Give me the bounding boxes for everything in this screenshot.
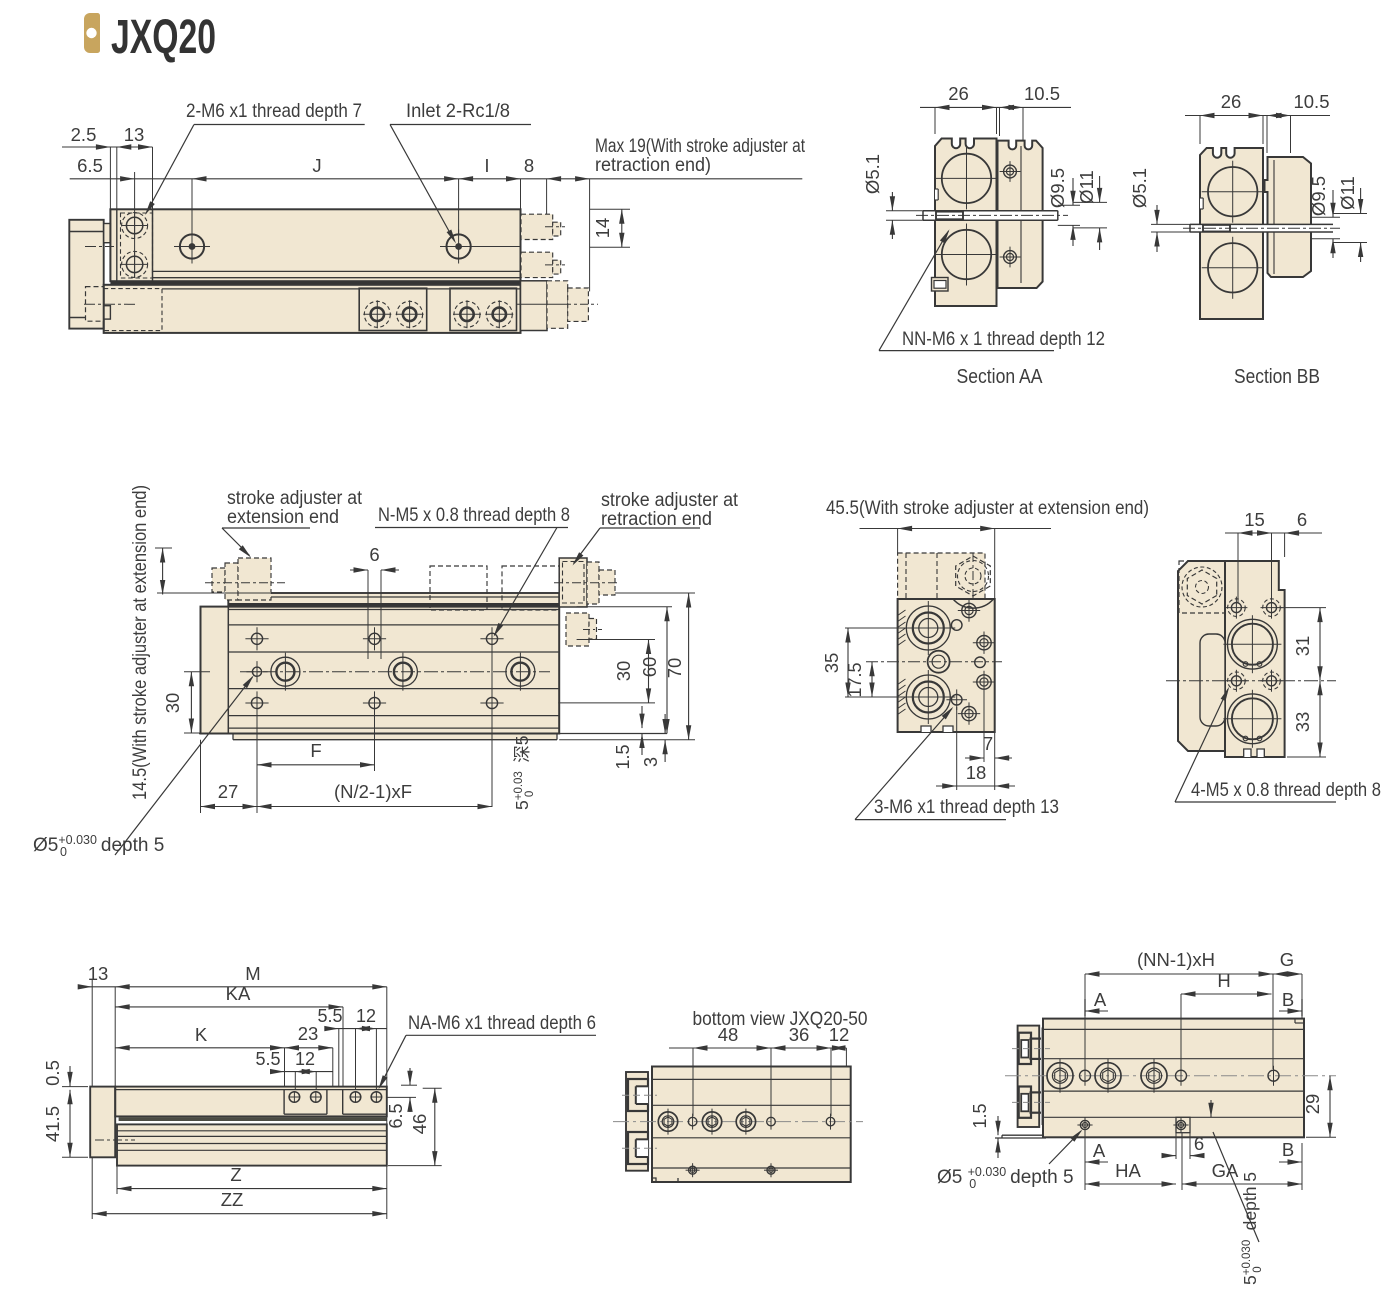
svg-text:13: 13 (124, 124, 145, 145)
svg-text:0.5: 0.5 (42, 1060, 63, 1086)
svg-text:15: 15 (1244, 509, 1265, 530)
svg-text:Inlet 2-Rc1/8: Inlet 2-Rc1/8 (406, 100, 510, 122)
svg-text:6.5: 6.5 (386, 1103, 406, 1128)
svg-text:Ø5 +0.0300depth 5: Ø5 +0.0300depth 5 (937, 1165, 1074, 1191)
svg-text:NN-M6 x 1 thread depth 12: NN-M6 x 1 thread depth 12 (902, 328, 1105, 350)
svg-text:ZZ: ZZ (221, 1189, 244, 1210)
svg-text:(NN-1)xH: (NN-1)xH (1137, 949, 1215, 970)
svg-text:Ø11: Ø11 (1337, 176, 1358, 210)
svg-text:26: 26 (1221, 91, 1242, 112)
svg-text:A: A (1094, 989, 1107, 1010)
svg-text:36: 36 (789, 1024, 810, 1045)
svg-text:30: 30 (162, 693, 183, 714)
svg-text:6: 6 (369, 544, 379, 565)
svg-text:H: H (1217, 970, 1230, 991)
svg-text:HA: HA (1115, 1160, 1141, 1181)
svg-text:1.5: 1.5 (970, 1103, 990, 1128)
svg-text:13: 13 (88, 963, 109, 984)
svg-text:14: 14 (592, 218, 613, 239)
svg-text:17.5: 17.5 (845, 662, 865, 697)
svg-text:18: 18 (966, 762, 987, 783)
svg-text:3: 3 (641, 757, 661, 767)
svg-text:GA: GA (1212, 1160, 1239, 1181)
svg-text:60: 60 (639, 657, 660, 678)
svg-text:G: G (1280, 949, 1294, 970)
svg-text:45.5(With stroke adjuster at e: 45.5(With stroke adjuster at extension e… (826, 498, 1149, 519)
svg-text:N-M5 x 0.8 thread depth 8: N-M5 x 0.8 thread depth 8 (378, 504, 570, 526)
svg-text:6.5: 6.5 (77, 155, 103, 176)
svg-text:Ø5.1: Ø5.1 (1129, 168, 1150, 208)
svg-text:31: 31 (1292, 636, 1313, 657)
svg-text:KA: KA (226, 983, 251, 1004)
svg-text:46: 46 (409, 1114, 430, 1135)
svg-text:27: 27 (218, 781, 239, 802)
svg-text:48: 48 (718, 1024, 739, 1045)
svg-text:30: 30 (613, 661, 634, 682)
svg-text:Ø9.5: Ø9.5 (1047, 168, 1068, 208)
svg-text:K: K (195, 1024, 208, 1045)
svg-text:10.5: 10.5 (1024, 83, 1060, 104)
svg-text:12: 12 (356, 1006, 376, 1026)
svg-text:A: A (1093, 1140, 1106, 1161)
svg-text:10.5: 10.5 (1293, 91, 1329, 112)
svg-text:stroke adjuster at: stroke adjuster at (227, 488, 363, 509)
svg-text:M: M (245, 963, 260, 984)
svg-text:6: 6 (1194, 1133, 1204, 1154)
svg-text:12: 12 (295, 1049, 315, 1069)
svg-text:41.5: 41.5 (42, 1106, 63, 1142)
svg-text:extension end: extension end (227, 507, 339, 528)
svg-text:stroke adjuster at: stroke adjuster at (601, 490, 739, 511)
svg-text:(N/2-1)xF: (N/2-1)xF (334, 781, 412, 802)
svg-text:Z: Z (230, 1164, 241, 1185)
svg-text:NA-M6 x1 thread depth 6: NA-M6 x1 thread depth 6 (408, 1012, 596, 1034)
svg-text:Ø5.1: Ø5.1 (862, 154, 883, 194)
svg-text:2-M6 x1 thread depth 7: 2-M6 x1 thread depth 7 (186, 100, 362, 122)
svg-text:26: 26 (948, 83, 969, 104)
svg-text:Ø9.5: Ø9.5 (1308, 176, 1329, 216)
svg-text:Section BB: Section BB (1234, 366, 1320, 388)
svg-text:Ø11: Ø11 (1076, 170, 1097, 204)
svg-text:retraction end: retraction end (601, 509, 712, 530)
svg-text:retraction end): retraction end) (595, 155, 711, 176)
svg-text:5.5: 5.5 (317, 1006, 342, 1026)
svg-text:33: 33 (1292, 712, 1313, 733)
svg-text:Section AA: Section AA (957, 366, 1044, 388)
svg-text:2.5: 2.5 (71, 124, 97, 145)
svg-text:8: 8 (524, 155, 534, 176)
svg-text:6: 6 (1297, 509, 1307, 530)
svg-text:14.5(With stroke adjuster at e: 14.5(With stroke adjuster at extension e… (130, 485, 151, 800)
svg-text:J: J (312, 155, 321, 176)
svg-text:4-M5 x 0.8 thread depth 8: 4-M5 x 0.8 thread depth 8 (1191, 779, 1381, 801)
svg-text:3-M6 x1 thread depth 13: 3-M6 x1 thread depth 13 (874, 796, 1059, 818)
svg-text:1.5: 1.5 (613, 744, 633, 769)
svg-text:I: I (484, 155, 489, 176)
svg-text:23: 23 (298, 1023, 319, 1044)
svg-text:5.5: 5.5 (255, 1049, 280, 1069)
svg-text:B: B (1282, 989, 1294, 1010)
svg-text:B: B (1282, 1139, 1294, 1160)
svg-text:29: 29 (1302, 1094, 1323, 1115)
svg-text:Max 19(With stroke adjuster at: Max 19(With stroke adjuster at (595, 136, 806, 157)
svg-text:35: 35 (821, 653, 842, 674)
svg-text:bottom view JXQ20-50: bottom view JXQ20-50 (693, 1008, 868, 1030)
svg-text:12: 12 (829, 1024, 850, 1045)
svg-text:F: F (310, 740, 321, 761)
svg-text:7: 7 (983, 733, 993, 754)
svg-text:JXQ20: JXQ20 (111, 11, 216, 64)
svg-text:70: 70 (664, 658, 685, 679)
